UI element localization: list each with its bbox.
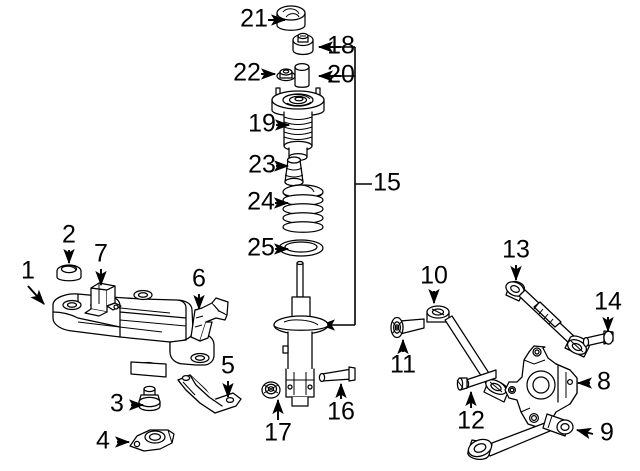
part-cam-bolt	[582, 330, 614, 348]
callout-numbers: 1 2 3 4 5 6 7 8 9 10 11 12 13 14 15 16 1…	[21, 5, 622, 455]
callout-label-10: 10	[420, 262, 448, 290]
callout-label-16: 16	[327, 398, 355, 426]
callout-label-3: 3	[110, 390, 124, 418]
callout-label-21: 21	[240, 5, 268, 33]
part-strut-assembly	[273, 260, 329, 407]
callout-label-13: 13	[502, 236, 530, 264]
part-stiffener-bracket	[190, 297, 229, 342]
part-coil-spring	[282, 184, 324, 233]
part-strut-support-mount	[271, 87, 325, 162]
callout-label-4: 4	[96, 427, 110, 455]
callout-label-1: 1	[21, 257, 35, 285]
callout-label-18: 18	[327, 32, 355, 60]
callout-15-bracket	[319, 46, 372, 331]
part-spring-insulator	[278, 239, 324, 257]
part-flange-bolt-medium	[456, 369, 497, 391]
part-small-nut	[276, 68, 296, 82]
part-bumper-stop	[284, 156, 304, 187]
part-collar-spacer	[294, 62, 310, 88]
callout-label-8: 8	[597, 368, 611, 396]
callout-label-25: 25	[247, 234, 275, 262]
callout-label-24: 24	[247, 188, 275, 216]
part-toe-control-arm	[505, 280, 590, 358]
callout-label-11: 11	[390, 351, 416, 379]
callout-label-14: 14	[594, 288, 622, 316]
callout-label-2: 2	[62, 221, 76, 249]
part-strut-nut	[261, 381, 281, 399]
part-strut-top-nut	[292, 32, 314, 56]
callout-label-19: 19	[248, 110, 276, 138]
part-lateral-control-arm	[426, 305, 509, 403]
part-dust-cap	[276, 5, 306, 31]
callout-label-7: 7	[94, 240, 108, 268]
callout-label-5: 5	[221, 352, 235, 380]
part-strut-bolt	[318, 366, 356, 383]
part-body-mount-cushion	[56, 264, 82, 282]
part-rear-suspension-crossmember	[52, 289, 215, 378]
callout-leaders	[27, 14, 614, 448]
callout-label-23: 23	[248, 151, 276, 179]
part-reinforcement-brace	[177, 374, 242, 414]
part-bracket-plate	[129, 429, 175, 452]
callout-label-15: 15	[373, 169, 401, 197]
callout-label-22: 22	[233, 59, 261, 87]
callout-label-20: 20	[327, 61, 355, 89]
callout-label-12: 12	[457, 407, 485, 435]
part-trailing-arm	[467, 413, 574, 461]
part-flange-bolt-large	[390, 316, 425, 339]
part-crossmember-stopper	[138, 385, 161, 412]
part-steering-knuckle	[504, 345, 578, 429]
callout-label-17: 17	[264, 419, 292, 447]
callout-label-6: 6	[192, 265, 206, 293]
callout-label-9: 9	[600, 419, 614, 447]
